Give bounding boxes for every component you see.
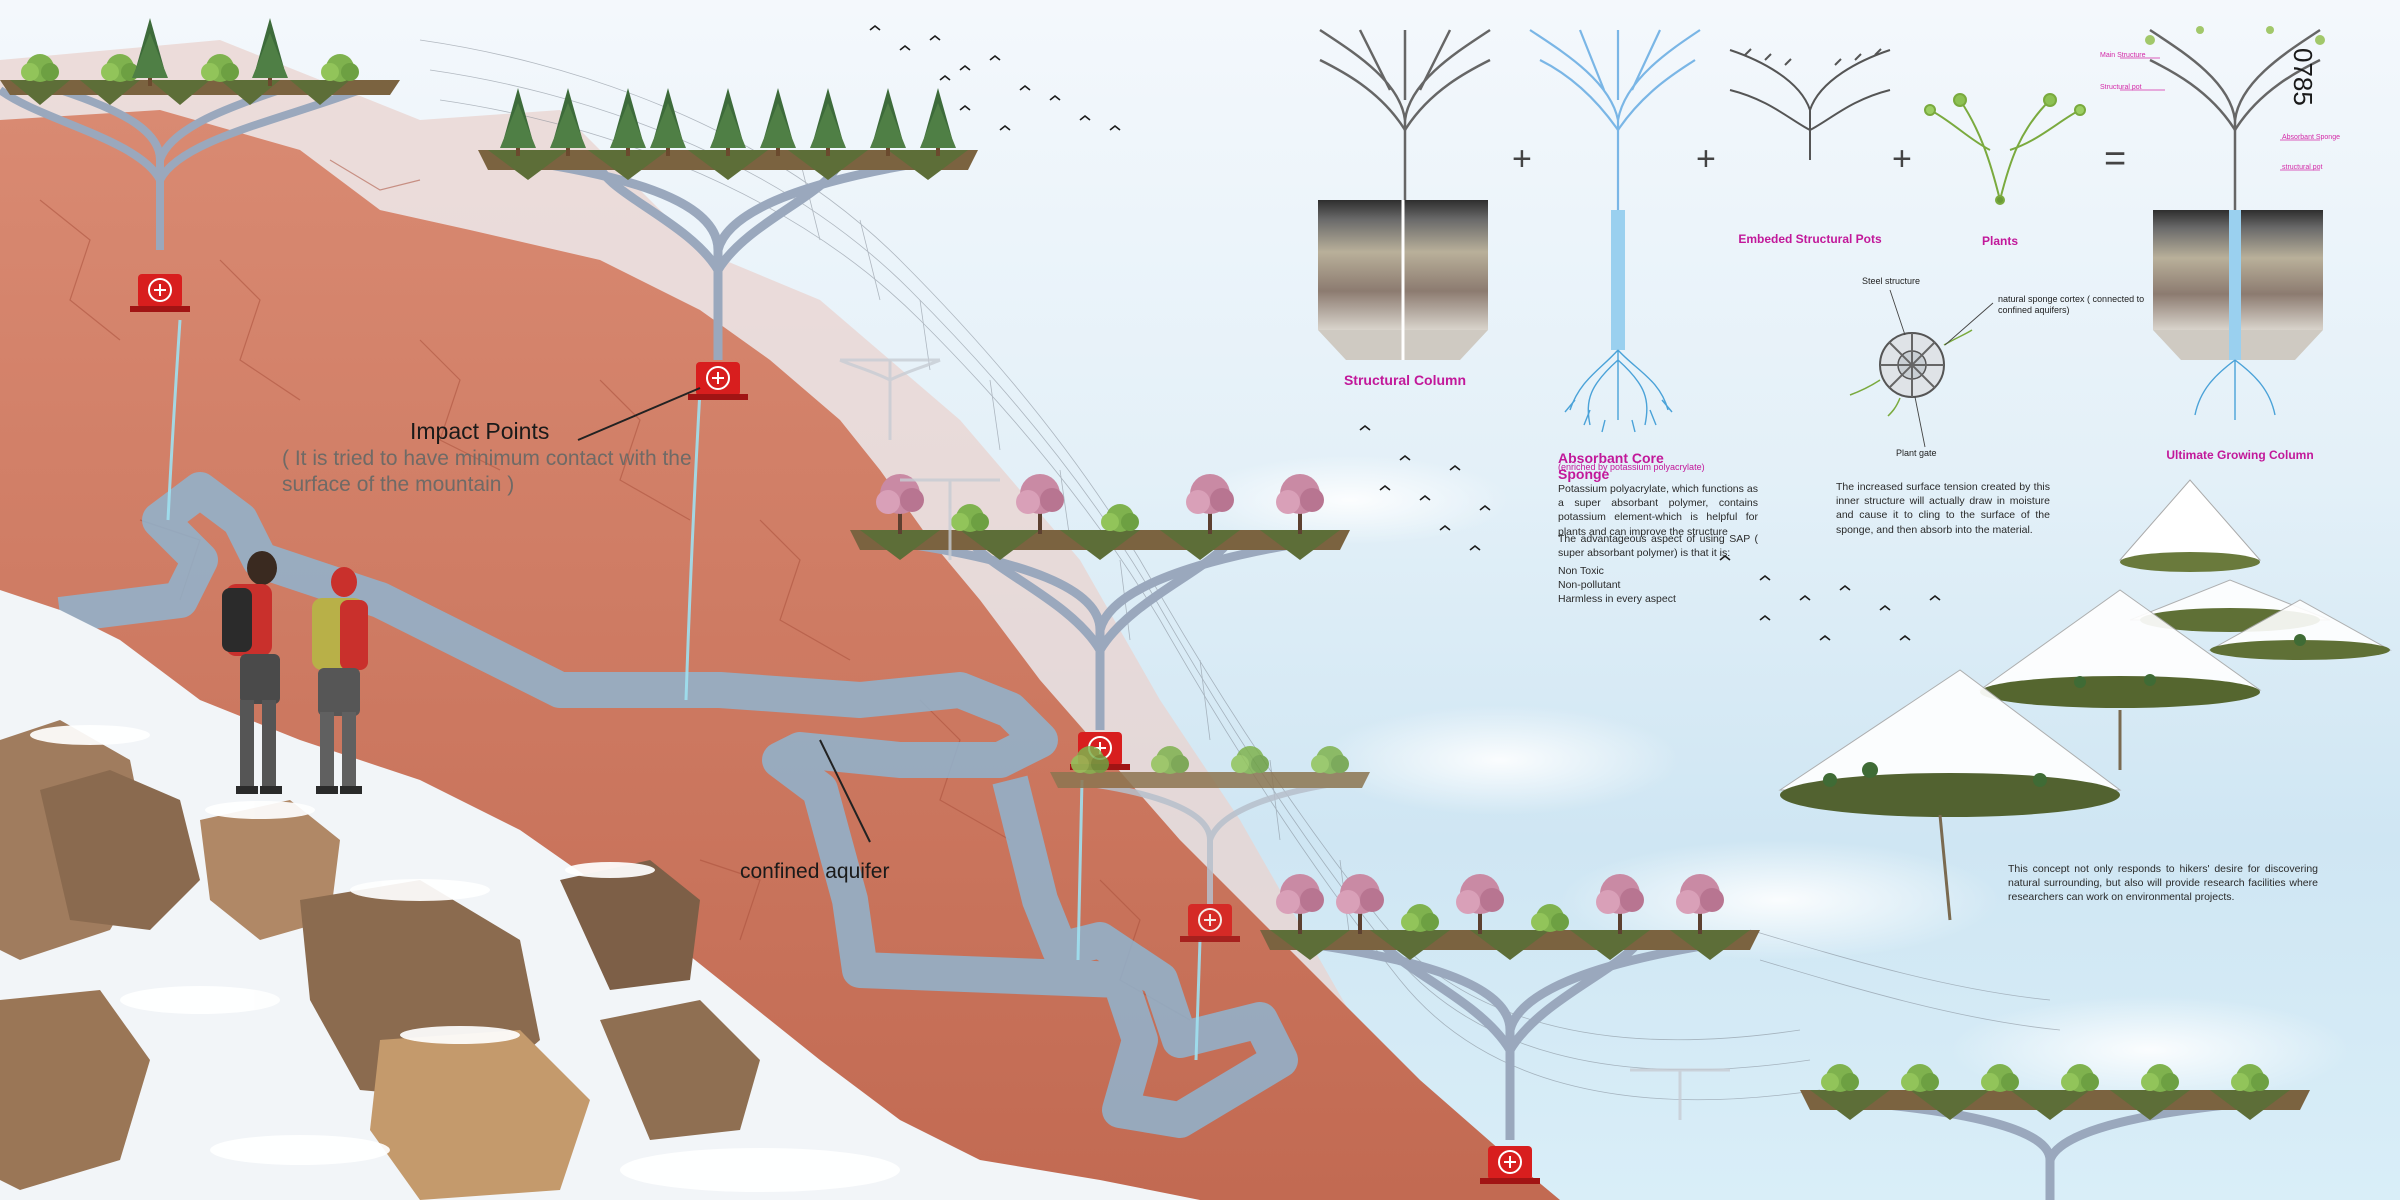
confined-aquifer-label: confined aquifer — [740, 860, 890, 883]
sap-list-item: Non-pollutant — [1558, 579, 1621, 592]
caption-plants: Plants — [1981, 234, 2018, 248]
growing-column-1 — [0, 18, 400, 313]
absorbant-sponge-diagram — [1529, 29, 1701, 433]
sap-list-item: Harmless in every aspect — [1558, 593, 1676, 606]
tag-structural-pot-2: structural pot — [2282, 164, 2323, 171]
section-gate-label: Plant gate — [1896, 448, 1937, 458]
hiker-right — [312, 567, 368, 794]
impact-leader-line — [577, 387, 701, 441]
surface-tension-text: The increased surface tension created by… — [1836, 481, 2050, 536]
operator-plus-3: + — [1892, 140, 1912, 178]
sap-list-item: Non Toxic — [1558, 565, 1604, 577]
water-seeps — [166, 319, 1202, 1061]
sap-list: Non Toxic Non-pollutant Harmless in ever… — [1558, 564, 1758, 607]
structural-pots-diagram — [1729, 48, 1891, 160]
section-cortex-label: natural sponge cortex ( connected to con… — [1998, 294, 2145, 315]
sap-paragraph-2: The advantageous aspect of using SAP ( s… — [1558, 533, 1758, 560]
structural-column-diagram — [1318, 28, 1491, 360]
tag-main-structure: Main Structure — [2100, 52, 2146, 59]
caption-structural-pots: Embeded Structural Pots — [1738, 232, 1882, 246]
growing-column-4 — [1050, 746, 1370, 943]
bird-flock — [869, 24, 1941, 641]
operator-equals: = — [2104, 138, 2127, 180]
caption-ultimate-column: Ultimate Growing Column — [2166, 448, 2314, 462]
sponge-section-diagram — [1849, 289, 1994, 448]
faded-umbrellas — [839, 358, 1730, 1120]
impact-points-title: Impact Points — [410, 418, 550, 444]
sap-paragraph-1: Potassium polyacrylate, which functions … — [1558, 483, 1758, 538]
plants-diagram — [1924, 93, 2086, 205]
section-steel-label: Steel structure — [1862, 276, 1921, 286]
operator-plus-2: + — [1696, 140, 1716, 178]
hiker-left — [222, 551, 282, 794]
growing-column-5 — [1260, 874, 1760, 1185]
ultimate-column-diagram — [2120, 26, 2325, 420]
snow-patches — [30, 725, 900, 1192]
aquifer-leader-line — [819, 739, 871, 843]
tag-absorbent-sponge: Absorbant Sponge — [2282, 134, 2340, 141]
growing-column-6 — [1800, 1064, 2310, 1200]
aquifer-channel — [57, 472, 1298, 1138]
caption-sponge-title: Absorbant Core Sponge — [1558, 450, 1664, 482]
sheet-number: 0785 — [2288, 48, 2318, 106]
floating-pyramids — [1778, 479, 2392, 921]
cloud — [1320, 705, 1680, 815]
caption-structural-column: Structural Column — [1343, 372, 1467, 388]
concept-text: This concept not only responds to hikers… — [2008, 863, 2318, 904]
operator-plus-1: + — [1512, 140, 1532, 178]
growing-column-3 — [850, 474, 1350, 771]
growing-column-2 — [478, 88, 978, 401]
caption-sponge-subtitle: (enriched by potassium polyacrylate) — [1558, 462, 1705, 472]
impact-points-note: ( It is tried to have minimum contact wi… — [282, 447, 692, 496]
rocks — [0, 720, 760, 1200]
tag-structural-pot: Structural pot — [2100, 84, 2142, 91]
cloud — [1190, 455, 1510, 545]
